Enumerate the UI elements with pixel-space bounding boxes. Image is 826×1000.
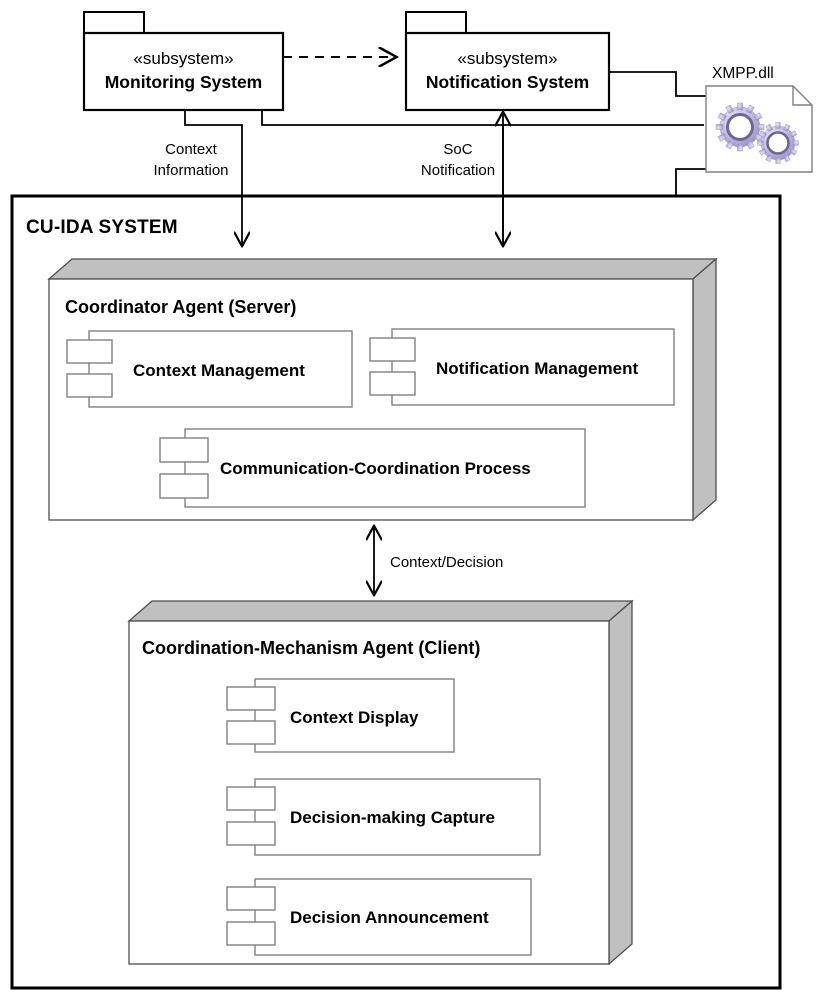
connector-label-soc-notification: SoC Notification (421, 141, 495, 179)
component-tab-upper-icon (226, 786, 276, 811)
artifact-fold-corner-icon (792, 86, 812, 106)
xmpp-dll-label: XMPP.dll (712, 65, 774, 82)
package-tab (83, 11, 145, 35)
component-notification-management[interactable]: Notification Management (369, 328, 675, 406)
component-tab-upper-icon (159, 437, 209, 463)
cu-ida-system-boundary: CU-IDA SYSTEM (10, 194, 782, 990)
box-right-face (692, 257, 717, 522)
component-tab-upper-icon (226, 886, 276, 911)
component-tab-lower-icon (226, 921, 276, 946)
component-body (184, 428, 586, 508)
box-top-face (47, 258, 718, 280)
component-body (88, 330, 353, 408)
box-top-face (127, 600, 634, 622)
context-decision-link: Context/Decision (374, 527, 503, 594)
notification-system-name: Notification System (426, 72, 589, 92)
component-tab-lower-icon (369, 371, 416, 396)
context-information-line2: Information (153, 162, 228, 179)
component-context-management[interactable]: Context Management (66, 330, 353, 408)
component-decision-making-capture[interactable]: Decision-making Capture (226, 778, 541, 856)
component-tab-upper-icon (66, 339, 113, 364)
gears-icon (715, 102, 799, 164)
connector-context-information (184, 110, 242, 245)
coordination-mechanism-agent-title: Coordination-Mechanism Agent (Client) (142, 638, 480, 658)
notification-system-stereotype: «subsystem» (457, 49, 557, 68)
soc-notification-line1: SoC (443, 141, 472, 158)
component-decision-announcement[interactable]: Decision Announcement (226, 878, 532, 956)
connector-notification-to-xmpp (609, 71, 706, 97)
notification-system-package[interactable]: «subsystem» Notification System (404, 11, 611, 112)
component-label: Decision Announcement (290, 908, 489, 927)
component-body (254, 778, 541, 856)
component-label: Context Management (133, 361, 305, 380)
xmpp-dll-artifact[interactable]: XMPP.dll (705, 65, 813, 173)
component-tab-lower-icon (226, 720, 276, 745)
system-title: CU-IDA SYSTEM (26, 217, 178, 238)
connector-xmpp-to-cuida (675, 168, 706, 196)
package-tab (405, 11, 467, 35)
package-body (82, 31, 285, 112)
coordination-mechanism-agent-box[interactable]: Coordination-Mechanism Agent (Client) Co… (127, 599, 634, 966)
component-tab-lower-icon (226, 821, 276, 846)
monitoring-system-package[interactable]: «subsystem» Monitoring System (82, 11, 285, 112)
context-information-line1: Context (165, 141, 218, 158)
context-decision-label: Context/Decision (390, 554, 503, 571)
component-tab-upper-icon (369, 337, 416, 362)
connector-monitoring-to-xmpp-bus (261, 110, 704, 126)
component-label: Communication-Coordination Process (220, 459, 531, 478)
connector-label-context-information: Context Information (153, 141, 228, 179)
box-right-face (608, 599, 633, 966)
component-body (254, 678, 455, 753)
component-tab-lower-icon (159, 473, 209, 499)
component-body (391, 328, 675, 406)
connector-lines (184, 57, 706, 245)
component-context-display[interactable]: Context Display (226, 678, 455, 753)
component-tab-lower-icon (66, 373, 113, 398)
component-tab-upper-icon (226, 686, 276, 711)
system-border (10, 194, 782, 990)
soc-notification-line2: Notification (421, 162, 495, 179)
package-body (404, 31, 611, 112)
component-label: Context Display (290, 708, 419, 727)
monitoring-system-name: Monitoring System (105, 72, 263, 92)
coordinator-agent-title: Coordinator Agent (Server) (65, 297, 296, 317)
monitoring-system-stereotype: «subsystem» (133, 49, 233, 68)
coordinator-agent-box[interactable]: Coordinator Agent (Server) Context Manag… (47, 257, 718, 522)
component-label: Notification Management (436, 359, 638, 378)
component-label: Decision-making Capture (290, 808, 495, 827)
component-body (254, 878, 532, 956)
component-communication-coordination-process[interactable]: Communication-Coordination Process (159, 428, 586, 508)
